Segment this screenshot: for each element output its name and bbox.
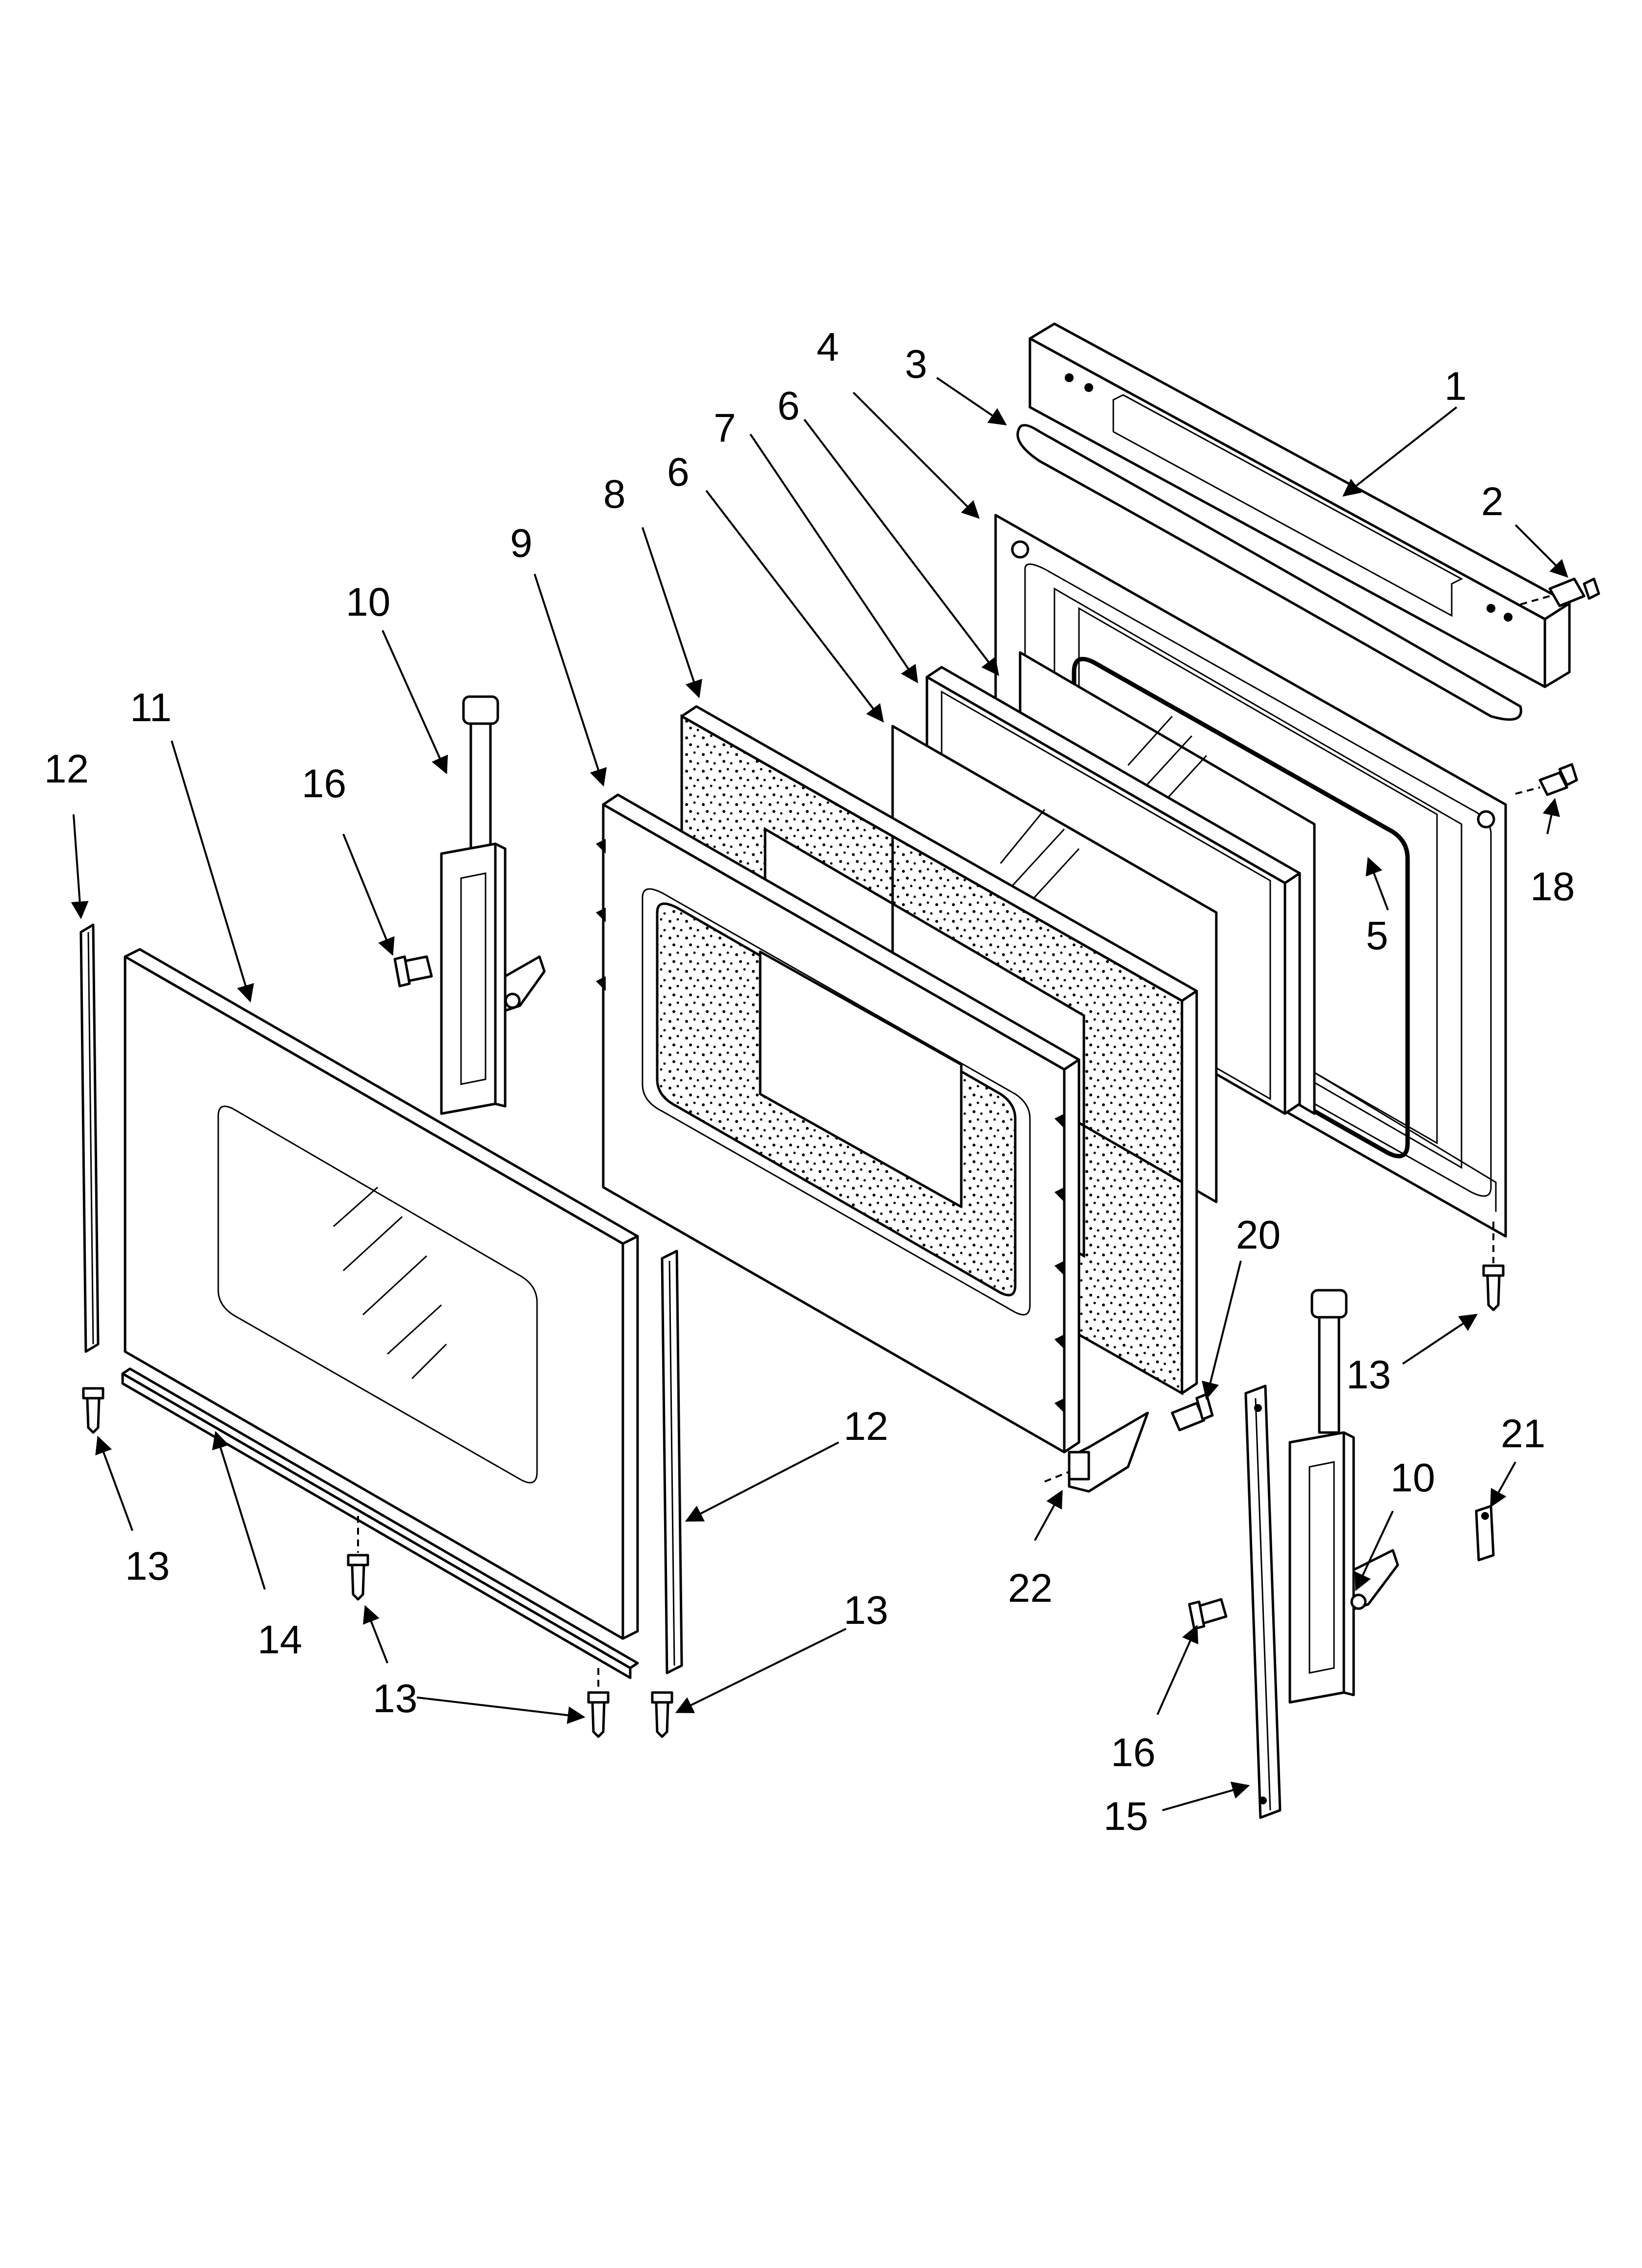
callout-1: 1 xyxy=(1444,364,1467,409)
callout-13-left: 13 xyxy=(125,1544,170,1589)
screw-13-a xyxy=(82,1387,104,1434)
callout-labels: 1 2 3 4 5 6 6 7 8 9 10 10 11 12 12 13 13… xyxy=(44,325,1575,1839)
hinge-receiver xyxy=(1244,1384,1282,1819)
callout-3: 3 xyxy=(905,342,927,387)
callout-4: 4 xyxy=(817,325,839,369)
callout-13-middle: 13 xyxy=(844,1588,888,1633)
screw-18 xyxy=(1515,763,1578,796)
callout-8: 8 xyxy=(603,472,626,517)
callout-12-left: 12 xyxy=(44,747,89,791)
door-gasket-strip xyxy=(1016,424,1522,721)
screw-16-right xyxy=(1188,1598,1228,1630)
hinge-clip xyxy=(1475,1505,1495,1562)
screw-20 xyxy=(1171,1393,1214,1432)
outer-door-glass xyxy=(124,948,639,1640)
callout-6-front: 6 xyxy=(667,450,690,495)
hinge-left xyxy=(440,695,546,1115)
callout-13-bottom: 13 xyxy=(373,1676,417,1721)
callout-7: 7 xyxy=(714,406,736,450)
callout-21: 21 xyxy=(1501,1411,1545,1456)
screw-13-b xyxy=(347,1516,369,1601)
callout-16-left: 16 xyxy=(302,761,346,806)
screw-16-left xyxy=(393,955,433,988)
callout-15: 15 xyxy=(1103,1794,1148,1839)
callout-9: 9 xyxy=(510,521,533,566)
hinge-bracket xyxy=(1044,1411,1149,1493)
screw-2 xyxy=(1520,577,1600,607)
door-vent-trim xyxy=(1028,322,1571,688)
inner-door-liner xyxy=(596,793,1080,1454)
callout-20: 20 xyxy=(1236,1213,1281,1257)
callout-10-left: 10 xyxy=(346,580,390,625)
callout-12-right: 12 xyxy=(844,1404,888,1449)
screw-13-c xyxy=(587,1668,610,1738)
screw-13-d xyxy=(651,1691,673,1738)
callout-5: 5 xyxy=(1366,913,1388,958)
callout-11: 11 xyxy=(130,685,172,730)
side-trim-right xyxy=(661,1250,683,1674)
callout-18: 18 xyxy=(1530,864,1575,909)
screw-13-e xyxy=(1482,1222,1505,1311)
leader-lines xyxy=(71,377,1568,1811)
callout-13-right: 13 xyxy=(1346,1353,1391,1397)
callout-14: 14 xyxy=(257,1617,302,1662)
callout-6-rear: 6 xyxy=(777,384,800,428)
hinge-right xyxy=(1288,1289,1399,1704)
callout-22: 22 xyxy=(1008,1566,1052,1611)
callout-10-right: 10 xyxy=(1390,1456,1435,1500)
side-trim-left xyxy=(79,923,100,1353)
callout-2: 2 xyxy=(1481,479,1504,524)
bottom-trim xyxy=(121,1367,639,1679)
callout-16-right: 16 xyxy=(1111,1730,1155,1775)
